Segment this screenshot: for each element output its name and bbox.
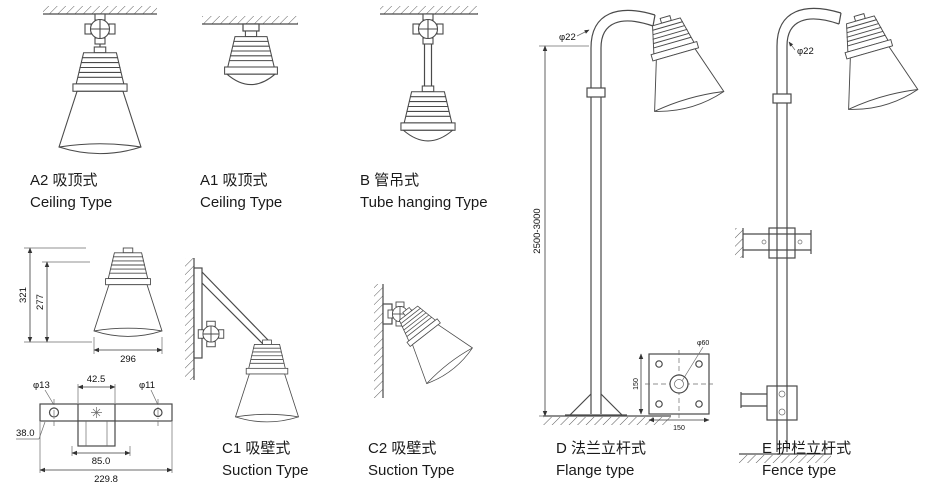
ground-hatch xyxy=(543,417,671,425)
pole-coupler xyxy=(586,87,606,98)
dim-total-height: 321 xyxy=(18,287,29,303)
flange-gussets xyxy=(569,393,623,416)
dim-top-width: 42.5 xyxy=(87,374,106,385)
bracket-channel xyxy=(77,420,116,447)
lamp-illustration xyxy=(224,30,278,86)
label-a2-en: Ceiling Type xyxy=(30,194,113,211)
bracket-plate xyxy=(39,403,173,422)
lamp-illustration xyxy=(58,46,142,155)
label-a1-code: A1 吸顶式 xyxy=(200,172,268,189)
pole-coupler xyxy=(772,93,792,104)
dim-flange-center-hole: φ60 xyxy=(697,340,709,347)
ceiling-hatch xyxy=(43,6,157,14)
label-c1-code: C1 吸壁式 xyxy=(222,440,291,457)
dim-outer-width: 229.8 xyxy=(94,474,118,485)
lower-bracket xyxy=(766,385,798,421)
label-c1-en: Suction Type xyxy=(222,462,309,479)
dim-flange-bottom: 150 xyxy=(673,425,685,432)
ground-hatch xyxy=(739,455,831,463)
label-a2: A2 吸顶式 Ceiling Type xyxy=(30,170,112,214)
dim-width: 296 xyxy=(120,354,136,364)
label-c2: C2 吸壁式 Suction Type xyxy=(368,438,454,482)
figure-e-fence-pole-drawing: φ22 xyxy=(735,4,920,463)
figure-a2-ceiling-drawing xyxy=(43,6,157,155)
ceiling-hatch xyxy=(202,16,298,24)
label-e-code: E 护栏立杆式 xyxy=(762,440,852,457)
flange-plate-detail: φ60 150 150 xyxy=(633,340,713,432)
label-e-en: Fence type xyxy=(762,462,837,479)
junction-box-illustration xyxy=(84,13,116,45)
label-b-code: B 管吊式 xyxy=(360,172,420,189)
dim-tube-diameter-d: φ22 xyxy=(559,32,576,43)
label-a2-code: A2 吸顶式 xyxy=(30,172,98,189)
dim-hole-left: φ13 xyxy=(33,380,50,391)
wall-hatch xyxy=(374,284,383,398)
dim-body-height: 277 xyxy=(35,294,46,310)
figure-a1-ceiling-drawing xyxy=(202,16,298,86)
dim-inner-width: 85.0 xyxy=(92,456,111,467)
mount-block xyxy=(242,23,260,32)
lamp-illustration xyxy=(823,4,920,116)
figure-d-flange-pole-drawing: 2500-3000 φ22 φ60 150 150 xyxy=(532,6,726,432)
ceiling-hatch xyxy=(380,6,478,14)
figure-b-tube-hanging-drawing xyxy=(380,6,478,142)
lamp-illustration xyxy=(93,247,163,337)
dim-thickness: 38.0 xyxy=(16,428,35,439)
wall-bracket xyxy=(193,267,203,359)
wall-hatch xyxy=(185,258,194,380)
figure-bracket-drawing: φ13 42.5 φ11 85.0 229.8 38.0 xyxy=(16,374,173,485)
label-a1: A1 吸顶式 Ceiling Type xyxy=(200,170,282,214)
label-c2-code: C2 吸壁式 xyxy=(368,440,437,457)
label-d-en: Flange type xyxy=(556,462,635,479)
lamp-illustration xyxy=(400,85,456,142)
lamp-illustration xyxy=(235,339,299,423)
dim-flange-side: 150 xyxy=(633,378,640,390)
figure-lamp-dimensions-drawing: 321 277 296 xyxy=(18,247,163,364)
dim-tube-diameter-e: φ22 xyxy=(797,46,814,57)
label-c1: C1 吸壁式 Suction Type xyxy=(222,438,308,482)
label-e: E 护栏立杆式 Fence type xyxy=(762,438,851,482)
label-b-en: Tube hanging Type xyxy=(360,194,488,211)
dim-pole-height: 2500-3000 xyxy=(532,208,543,253)
label-c2-en: Suction Type xyxy=(368,462,455,479)
figure-c1-wall-drawing xyxy=(185,258,299,423)
label-d-code: D 法兰立杆式 xyxy=(556,440,647,457)
label-d: D 法兰立杆式 Flange type xyxy=(556,438,646,482)
label-a1-en: Ceiling Type xyxy=(200,194,283,211)
label-b: B 管吊式 Tube hanging Type xyxy=(360,170,488,214)
junction-box-illustration xyxy=(412,13,444,45)
dim-hole-right: φ11 xyxy=(139,380,155,391)
center-mark xyxy=(91,407,102,418)
figure-c2-wall-drawing xyxy=(374,284,476,398)
rail-clamp xyxy=(768,227,796,259)
fence-hatch xyxy=(735,228,743,258)
